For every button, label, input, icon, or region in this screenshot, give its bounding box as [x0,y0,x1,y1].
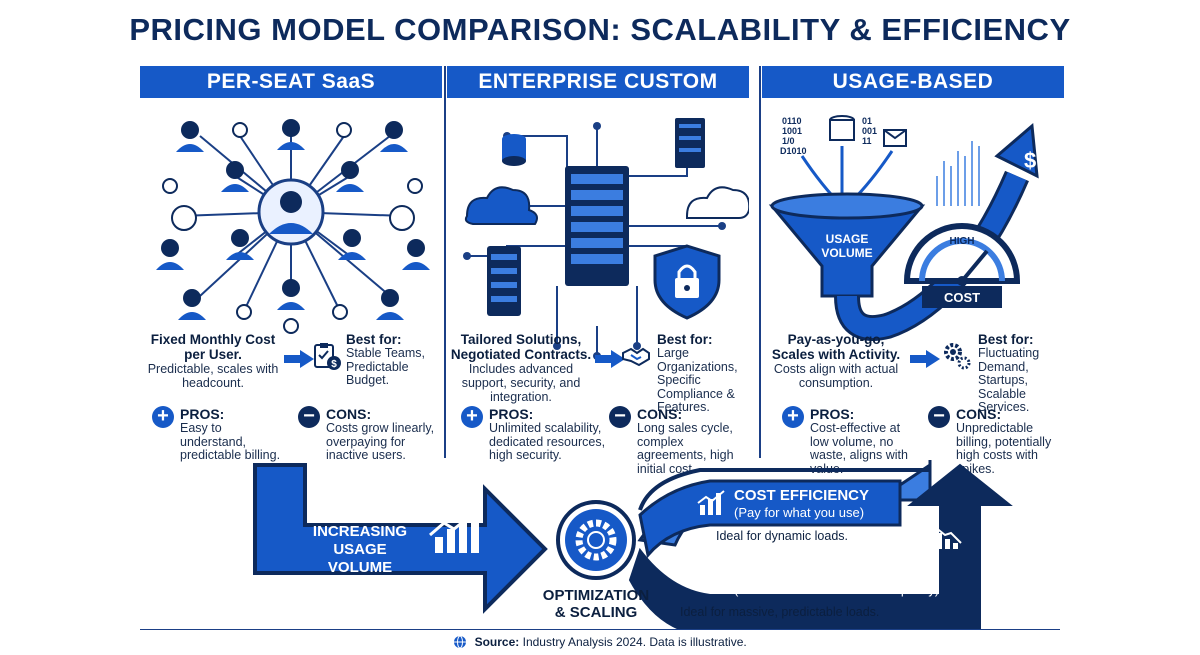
svg-text:1001: 1001 [782,126,802,136]
svg-text:D1010: D1010 [780,146,807,156]
plus-icon: + [152,406,174,428]
best-for: Best for: Stable Teams, Predictable Budg… [346,332,425,387]
column-divider [444,66,446,458]
page-title: PRICING MODEL COMPARISON: SCALABILITY & … [129,12,1071,47]
pros: PROS: Easy to understand, predictable bi… [180,406,281,462]
arrow-right-icon [910,350,940,368]
increasing-usage-label: INCREASING USAGE VOLUME [312,523,408,576]
ideal-dynamic: Ideal for dynamic loads. [716,529,849,543]
svg-text:01: 01 [862,116,872,126]
svg-text:001: 001 [862,126,877,136]
column-usage-based: USAGE-BASED 0110 1001 1/0 D1010 01 001 1… [762,66,1064,475]
column-header: PER-SEAT SaaS [140,66,442,98]
globe-icon [454,635,467,649]
svg-text:USAGE: USAGE [826,232,869,246]
column-per-seat: PER-SEAT SaaS [140,66,442,462]
minus-icon: − [609,406,631,428]
cons: CONS: Costs grow linearly, overpaying fo… [326,406,435,462]
svg-text:1/0: 1/0 [782,136,795,146]
column-header: USAGE-BASED [762,66,1064,98]
gears-icon [944,343,971,370]
clipboard-dollar-icon: $ [314,343,341,370]
cost-efficiency-volume-sub: (Volume discounts & fixed capacity) [734,582,940,597]
cost-efficiency-usage-title: COST EFFICIENCY [734,487,870,504]
svg-text:COST: COST [944,290,980,305]
people-network-icon [156,119,430,334]
arrow-right-icon [595,350,625,368]
cons: CONS: Unpredictable billing, potentially… [956,406,1052,476]
cost-efficiency-usage-sub: (Pay for what you use) [734,505,865,520]
flow-arrows [253,460,1013,630]
source-note: Source: Industry Analysis 2024. Data is … [0,635,1200,649]
svg-text:HIGH: HIGH [950,236,975,247]
ideal-predictable: Ideal for massive, predictable loads. [680,605,880,619]
minus-icon: − [928,406,950,428]
plus-icon: + [461,406,483,428]
model-description: Tailored Solutions, Negotiated Contracts… [450,332,592,404]
pros: PROS: Unlimited scalability, dedicated r… [489,406,606,462]
scaling-flow: INCREASING USAGE VOLUME OPTIMIZATION & S… [0,455,1200,630]
footer-divider [140,629,1060,630]
model-description: Fixed Monthly Cost per User. Predictable… [147,332,279,390]
funnel-gauge-icon: 0110 1001 1/0 D1010 01 001 11 USAGE VOLU… [768,115,1039,341]
column-divider [759,66,761,458]
svg-text:VOLUME: VOLUME [821,246,872,260]
best-for: Best for: Large Organizations, Specific … [657,332,738,414]
best-for: Best for: Fluctuating Demand, Startups, … [978,332,1040,414]
svg-text:$: $ [331,359,337,370]
svg-text:0110: 0110 [782,116,802,126]
optimization-label: OPTIMIZATION & SCALING [542,587,650,621]
handshake-icon [622,347,650,367]
cons: CONS: Long sales cycle, complex agreemen… [637,406,734,476]
server-network-icon [463,118,749,360]
arrow-right-icon [284,350,314,368]
column-header: ENTERPRISE CUSTOM [447,66,749,98]
svg-text:$: $ [1024,148,1036,173]
model-description: Pay-as-you-go, Scales with Activity. Cos… [771,332,901,390]
cost-efficiency-volume-title: COST EFFICIENCY [734,565,870,582]
svg-text:11: 11 [862,136,872,146]
column-enterprise: ENTERPRISE CUSTOM [447,66,749,475]
minus-icon: − [298,406,320,428]
plus-icon: + [782,406,804,428]
